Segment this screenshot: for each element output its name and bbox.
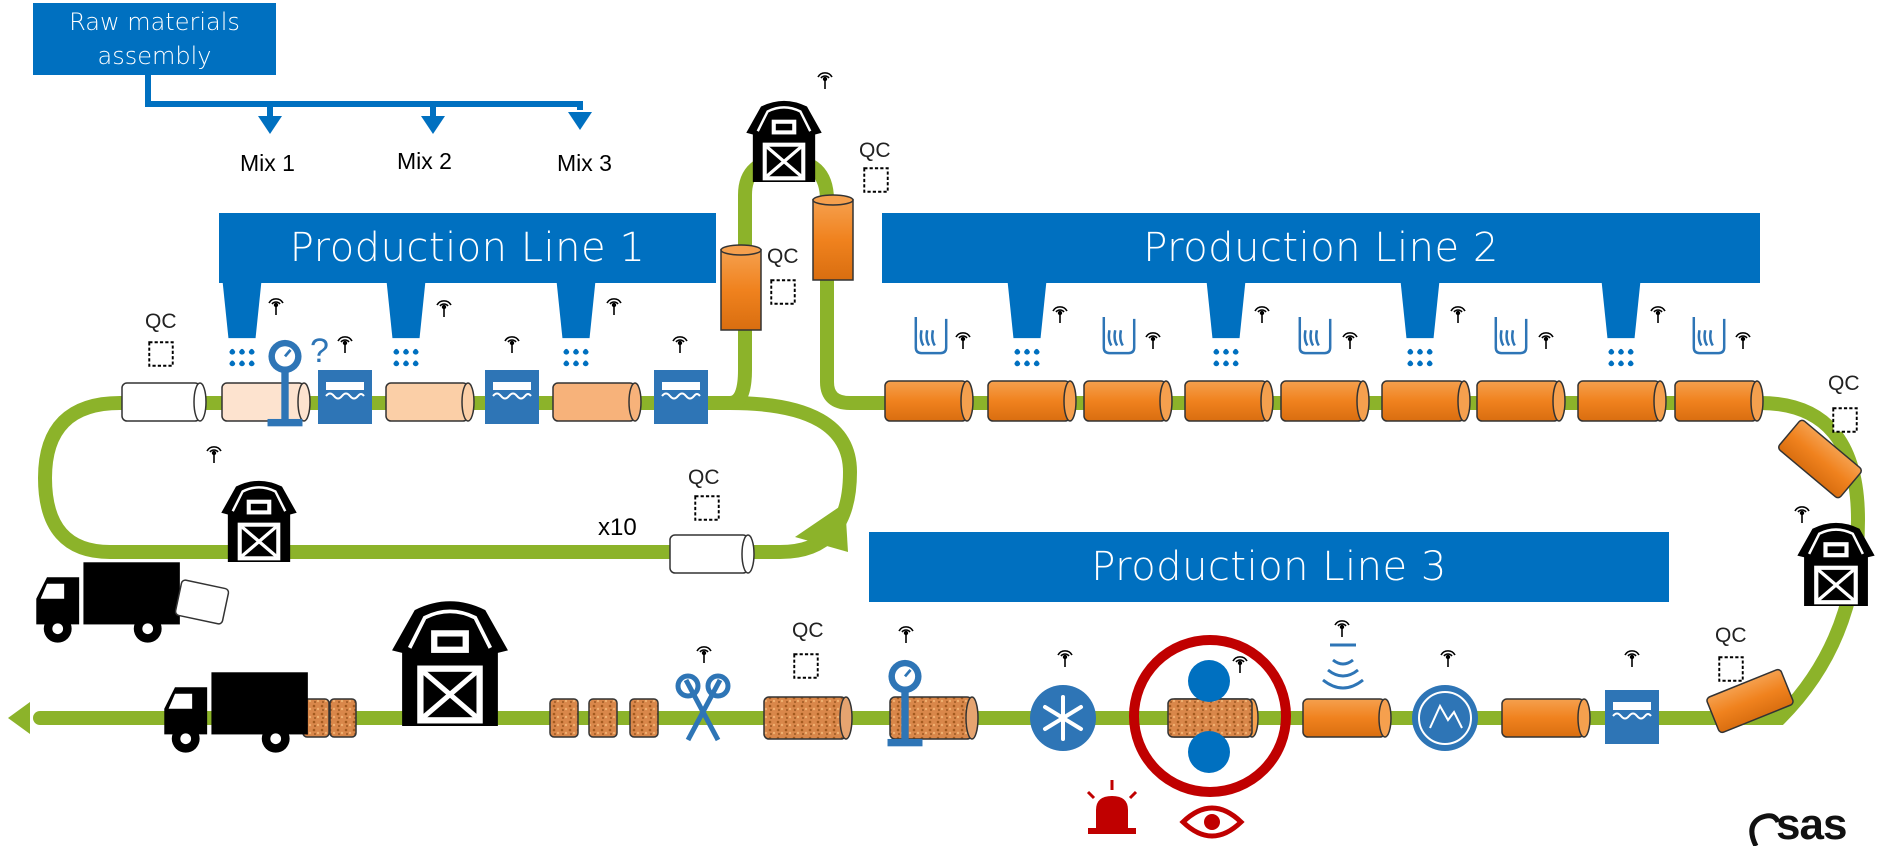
sas-logo-mark [1749,813,1781,846]
qc-label: QC [859,139,891,162]
qc-chip-icon [770,279,796,305]
sensor-icon [1334,620,1350,638]
sensor-icon [955,332,971,350]
steam-icon [1692,315,1726,355]
qc-label: QC [145,310,177,333]
line2-products [884,380,1764,422]
wash-station-icon [485,370,539,424]
inspection-question-mark: ? [310,332,329,370]
roller-icon [1188,731,1230,773]
truck-icon [36,562,180,643]
mix-1-label: Mix 1 [240,150,295,176]
production-line-2-banner: Production Line 2 [882,213,1760,283]
water-spray-icon [1206,282,1246,367]
sensor-icon [1440,650,1456,668]
sensor-icon [1254,306,1270,324]
roller-alert-station [1129,635,1291,797]
steam-icon [1494,315,1528,355]
loop-arrow [795,503,848,552]
sensor-icon [1232,656,1248,674]
qc-label: QC [1715,624,1747,647]
sensor-icon [1735,332,1751,350]
production-line-1-title: Production Line 1 [289,225,646,271]
qc-label: QC [792,619,824,642]
wash-station-icon [318,370,372,424]
roller-icon [1188,660,1230,702]
water-spray-icon [556,282,596,367]
production-line-1-banner: Production Line 1 [219,213,716,283]
sensor-icon [817,72,833,90]
batch-multiplier-label: x10 [598,514,637,541]
sensor-icon [1624,650,1640,668]
sensor-icon [898,626,914,644]
barn-icon [744,100,824,182]
temperature-badge-icon [1412,685,1478,751]
qc-chip-icon [1718,656,1744,682]
sensor-icon [606,298,622,316]
wash-station-icon [654,370,708,424]
qc-chip-icon [1832,407,1858,433]
steam-icon [1298,315,1332,355]
sas-logo: sas [1776,800,1847,849]
sensor-icon [1052,306,1068,324]
sensor-icon [504,336,520,354]
qc-chip-icon [793,653,819,679]
steam-icon [914,315,948,355]
alarm-icon [1086,780,1138,834]
qc-chip-icon [694,495,720,521]
mix1-arrow [258,116,282,134]
production-line-3-banner: Production Line 3 [869,532,1669,602]
transfer-cylinders [720,194,854,331]
sensor-icon [1794,506,1810,524]
water-spray-icon [222,282,262,367]
sensor-icon [1450,306,1466,324]
qc-chip-icon [863,167,889,193]
barn-icon [219,480,299,562]
sensor-icon [672,336,688,354]
unloading-cylinder [174,579,230,625]
wash-station-icon [1605,690,1659,744]
qc-chip-icon [148,341,174,367]
barn-icon [1795,522,1877,606]
steam-icon [1102,315,1136,355]
mix-3-label: Mix 3 [557,150,612,176]
truck-icon [164,672,308,753]
eye-icon [1179,805,1245,839]
sensor-icon [1650,306,1666,324]
sensor-icon [696,646,712,664]
qc-label: QC [1828,372,1860,395]
sensor-icon [1538,332,1554,350]
scissors-icon [675,673,731,742]
mix2-arrow [421,116,445,134]
sensor-icon [436,300,452,318]
qc-label: QC [767,245,799,268]
barn-icon [392,601,508,726]
raw-materials-label-2: assembly [97,42,212,70]
raw-materials-label-1: Raw materials [69,8,240,36]
qc-label: QC [688,466,720,489]
line1-loop-track [37,396,858,559]
exit-arrow [8,702,30,734]
mix-2-label: Mix 2 [397,148,452,174]
curve-cylinders [1706,419,1862,734]
ultrasonic-icon [1322,643,1364,690]
production-line-3-title: Production Line 3 [1091,544,1447,590]
sensor-icon [268,298,284,316]
raw-materials-box: Raw materials assembly [33,3,276,75]
sensor-icon [337,336,353,354]
water-spray-icon [386,282,426,367]
sensor-icon [1342,332,1358,350]
production-line-2-title: Production Line 2 [1143,225,1499,271]
water-spray-icon [1007,282,1047,367]
mix3-arrow [568,112,592,130]
sensor-icon [1057,650,1073,668]
raw-materials-distributor [145,75,583,120]
sensor-icon [1145,332,1161,350]
sensor-icon [206,446,222,464]
water-spray-icon [1400,282,1440,367]
snowflake-icon [1030,685,1096,751]
water-spray-icon [1601,282,1641,367]
